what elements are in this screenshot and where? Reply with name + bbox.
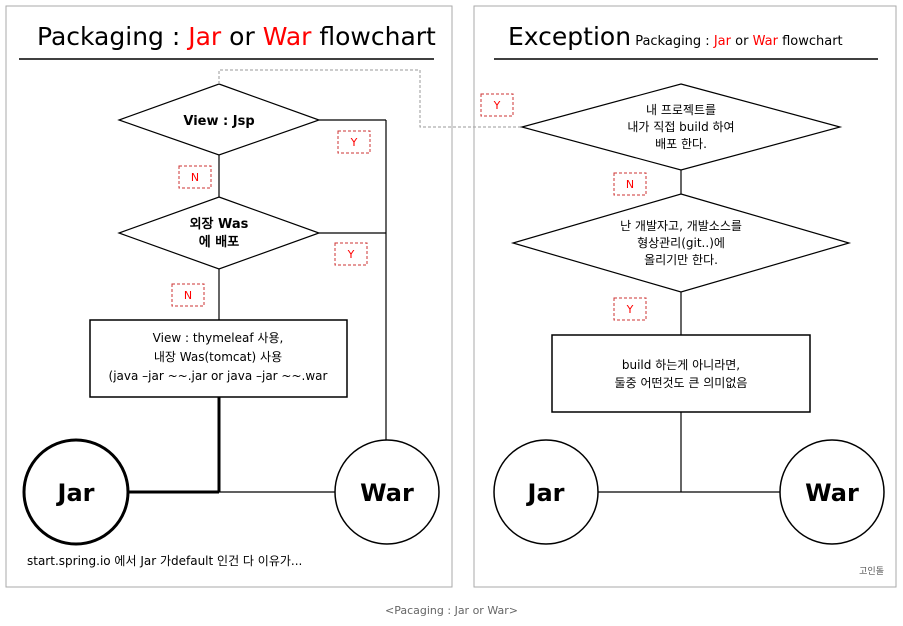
left-panel-frame — [5, 5, 453, 588]
right-yes-tag-1 — [613, 297, 647, 321]
right-jar-label: Jar — [526, 479, 565, 507]
left-footnote: start.spring.io 에서 Jar 가default 인건 다 이유가… — [27, 554, 302, 568]
left-panel-title: Packaging : Jar or War flowchart — [37, 22, 436, 51]
decision-self-build-line1: 내 프로젝트를 — [646, 103, 716, 117]
left-jar-circle — [22, 438, 130, 546]
decision-view-jsp-label: View : Jsp — [183, 114, 254, 129]
right-process-line2: 둘중 어떤것도 큰 의미없음 — [615, 376, 748, 390]
left-no-tag-1 — [178, 165, 212, 189]
left-jar-label: Jar — [56, 479, 95, 507]
right-no-tag-1-label: N — [626, 178, 634, 191]
decision-self-build — [519, 83, 843, 171]
link-yes-tag-label: Y — [493, 99, 501, 112]
left-yes-tag-2 — [334, 242, 368, 266]
left-connectors — [128, 119, 387, 493]
left-process-line1: View : thymeleaf 사용, — [153, 331, 284, 345]
left-no-tag-1-label: N — [191, 171, 199, 184]
right-connectors — [598, 170, 781, 493]
decision-view-jsp — [117, 83, 321, 156]
decision-external-was-line1: 외장 Was — [190, 216, 249, 232]
left-war-label: War — [360, 479, 414, 507]
right-jar-circle — [493, 439, 599, 545]
decision-external-was-line2: 에 배포 — [199, 234, 239, 250]
left-war-circle — [334, 439, 440, 545]
link-yes-tag — [480, 93, 514, 117]
decision-developer-only-line2: 형상관리(git..)에 — [637, 236, 725, 250]
right-war-circle — [779, 439, 885, 545]
left-process-line2: 내장 Was(tomcat) 사용 — [154, 350, 282, 364]
right-process-line1: build 하는게 아니라면, — [622, 358, 740, 372]
decision-developer-only-line1: 난 개발자고, 개발소스를 — [620, 219, 742, 233]
left-yes-tag-1 — [337, 130, 371, 154]
right-panel-title: Exception Packaging : Jar or War flowcha… — [508, 22, 843, 51]
left-no-tag-2 — [171, 283, 205, 307]
right-yes-tag-1-label: Y — [626, 303, 634, 316]
left-process-box — [89, 319, 348, 398]
left-yes-tag-2-label: Y — [347, 248, 355, 261]
right-war-label: War — [805, 479, 859, 507]
cross-panel-link — [218, 69, 522, 128]
decision-developer-only — [510, 193, 852, 293]
decision-self-build-line2: 내가 직접 build 하여 — [627, 120, 734, 134]
left-no-tag-2-label: N — [184, 289, 192, 302]
left-yes-tag-1-label: Y — [350, 136, 358, 149]
decision-self-build-line3: 배포 한다. — [655, 137, 707, 151]
right-no-tag-1 — [613, 172, 647, 196]
right-process-box — [551, 334, 811, 413]
decision-external-was — [117, 196, 321, 270]
left-process-line3: (java –jar ~~.jar or java –jar ~~.war — [109, 369, 328, 383]
right-panel-frame — [473, 5, 897, 588]
decision-developer-only-line3: 올리기만 한다. — [644, 253, 718, 267]
left-jar-path — [128, 397, 221, 494]
figure-caption: <Pacaging : Jar or War> — [385, 604, 518, 617]
signature-text: 고인돌 — [859, 566, 884, 577]
